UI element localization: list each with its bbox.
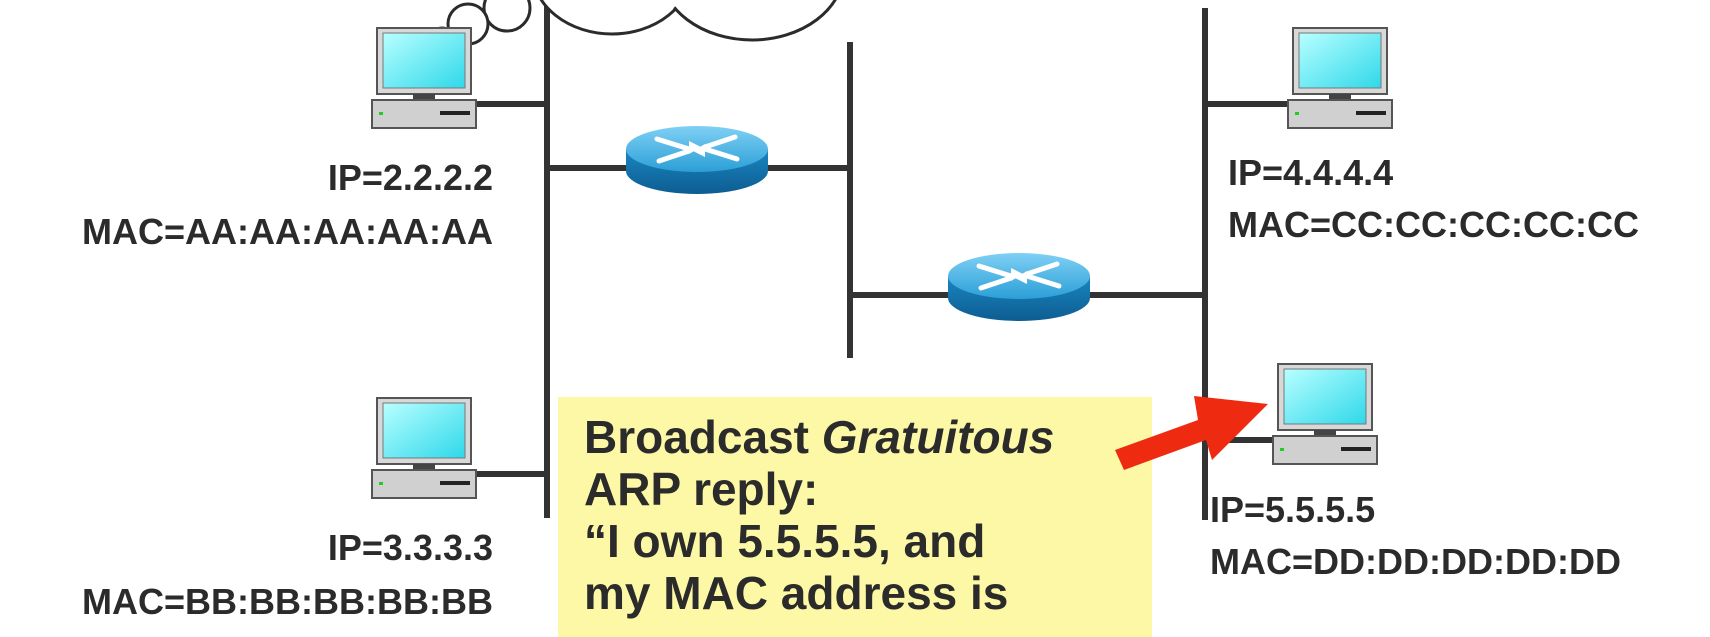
router-icon-1 [626, 126, 768, 194]
callout-line-1-prefix: Broadcast [584, 411, 822, 463]
callout-line-1: Broadcast Gratuitous [584, 411, 1152, 463]
callout-line-2: ARP reply: [584, 463, 819, 515]
host-a-ip: IP=2.2.2.2 [327, 157, 493, 198]
computer-icon-host-a [371, 27, 477, 129]
gratuitous-arp-callout: Broadcast Gratuitous ARP reply: “I own 5… [558, 397, 1152, 637]
host-c-ip: IP=4.4.4.4 [1228, 152, 1394, 193]
callout-line-3: “I own 5.5.5.5, and [584, 515, 986, 567]
network-diagram [371, 0, 1393, 520]
computer-icon-host-d [1272, 363, 1378, 465]
host-d-mac: MAC=DD:DD:DD:DD:DD [1210, 541, 1621, 582]
host-c-mac: MAC=CC:CC:CC:CC:CC [1228, 204, 1639, 245]
host-a-mac: MAC=AA:AA:AA:AA:AA [82, 211, 493, 252]
host-b-ip: IP=3.3.3.3 [327, 527, 493, 568]
callout-line-4: my MAC address is [584, 567, 1009, 619]
host-b-mac: MAC=BB:BB:BB:BB:BB [82, 581, 493, 622]
thought-cloud [428, 0, 837, 54]
computer-icon-host-b [371, 397, 477, 499]
host-d-ip: IP=5.5.5.5 [1210, 489, 1376, 530]
callout-line-1-emphasis: Gratuitous [821, 411, 1055, 463]
computer-icon-host-c [1287, 27, 1393, 129]
router-icon-2 [948, 253, 1090, 321]
